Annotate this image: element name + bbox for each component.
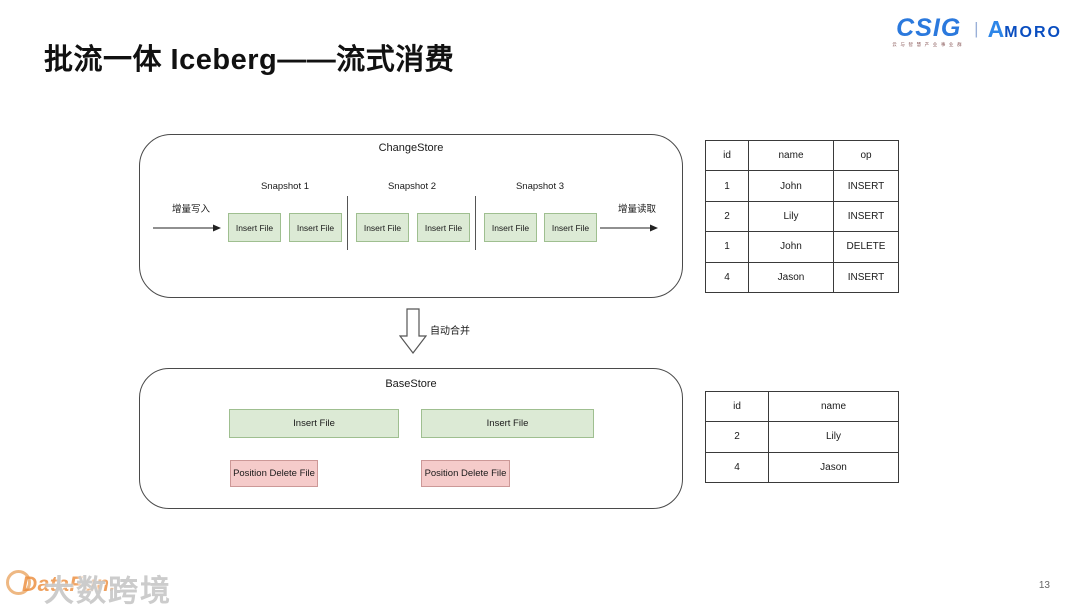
read-arrow-label: 增量读取	[617, 204, 656, 215]
table-cell: Lily	[769, 422, 899, 453]
base-table: id name 2 Lily 4 Jason	[705, 391, 899, 483]
position-delete-file-box: Position Delete File	[230, 460, 318, 487]
csig-logo: CSIG 云与智慧产业事业群	[892, 16, 965, 48]
insert-file-box: Insert File	[484, 213, 537, 242]
position-delete-file-box: Position Delete File	[421, 460, 510, 487]
change-table: id name op 1 John INSERT 2 Lily INSERT 1…	[705, 140, 899, 293]
table-cell: INSERT	[834, 262, 899, 293]
write-arrow-label: 增量写入	[171, 204, 210, 215]
amoro-logo: A MORO	[988, 16, 1062, 47]
snapshot-3-label: Snapshot 3	[515, 181, 565, 192]
table-cell: 1	[706, 232, 749, 263]
snapshot-1-label: Snapshot 1	[260, 181, 310, 192]
right-arrow-icon	[600, 224, 658, 232]
changestore-container	[139, 134, 683, 298]
table-cell: DELETE	[834, 232, 899, 263]
table-cell: Lily	[749, 201, 834, 233]
table-cell: INSERT	[834, 171, 899, 202]
down-arrow-icon	[399, 308, 427, 354]
insert-file-box: Insert File	[289, 213, 342, 242]
amoro-logo-a: A	[987, 16, 1005, 43]
table-cell: 1	[706, 171, 749, 202]
table-header-cell: name	[769, 392, 899, 423]
table-cell: Jason	[749, 262, 834, 293]
table-cell: INSERT	[834, 201, 899, 233]
insert-file-box: Insert File	[356, 213, 409, 242]
table-header-cell: op	[834, 141, 899, 172]
table-cell: 4	[706, 452, 769, 483]
snapshot-divider	[347, 196, 348, 250]
csig-tagline: 云与智慧产业事业群	[892, 42, 966, 47]
table-header-cell: name	[749, 141, 834, 172]
table-header-cell: id	[706, 141, 749, 172]
right-arrow-icon	[153, 224, 221, 232]
amoro-logo-text: MORO	[1004, 24, 1062, 42]
table-cell: John	[749, 171, 834, 202]
table-cell: 4	[706, 262, 749, 293]
table-cell: 2	[706, 422, 769, 453]
csig-logo-text: CSIG	[896, 14, 962, 42]
page-number: 13	[1038, 580, 1050, 591]
changestore-title: ChangeStore	[378, 142, 444, 154]
logo-row: CSIG 云与智慧产业事业群 | A MORO	[892, 16, 1062, 48]
table-cell: John	[749, 232, 834, 263]
table-cell: 2	[706, 201, 749, 233]
snapshot-divider	[475, 196, 476, 250]
table-header-cell: id	[706, 392, 769, 423]
insert-file-box: Insert File	[421, 409, 594, 438]
insert-file-box: Insert File	[544, 213, 597, 242]
watermark-overlay-text: 大数跨境	[44, 575, 172, 608]
merge-arrow-label: 自动合并	[430, 326, 470, 337]
basestore-container	[139, 368, 683, 509]
datafun-ring-icon	[6, 570, 31, 595]
insert-file-box: Insert File	[229, 409, 399, 438]
insert-file-box: Insert File	[417, 213, 470, 242]
logo-separator: |	[974, 18, 979, 38]
insert-file-box: Insert File	[228, 213, 281, 242]
page-title: 批流一体 Iceberg——流式消费	[44, 44, 455, 76]
datafun-watermark: DataFun.	[22, 573, 116, 596]
table-cell: Jason	[769, 452, 899, 483]
basestore-title: BaseStore	[385, 378, 437, 390]
snapshot-2-label: Snapshot 2	[387, 181, 437, 192]
